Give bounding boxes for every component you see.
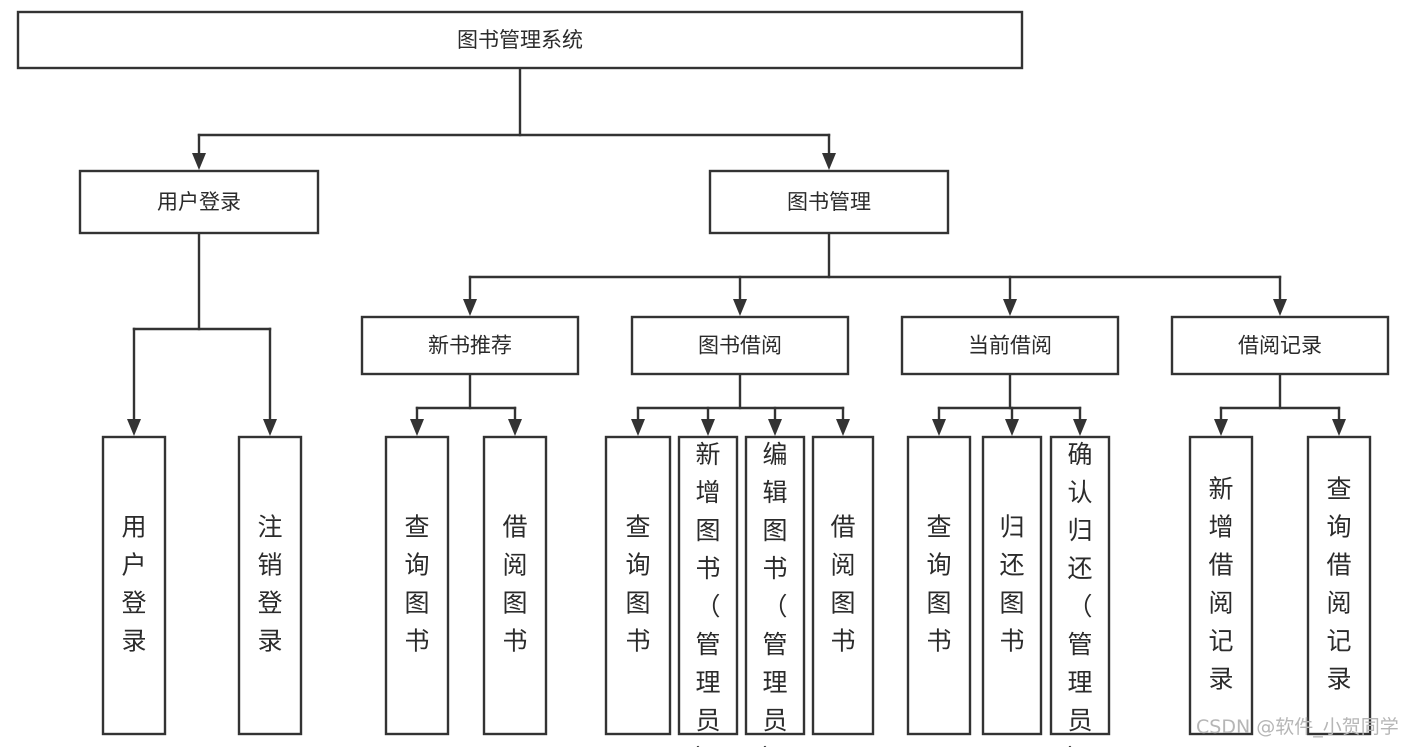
node-box-leaf-query-book-1[interactable] — [384, 435, 450, 736]
node-label-current-borrow: 当前借阅 — [968, 334, 1052, 358]
node-label-undefined: 图书管理系统 — [457, 28, 583, 52]
node-box-leaf-add-record[interactable] — [1188, 435, 1254, 736]
node-box-book-manage[interactable] — [708, 169, 950, 235]
node-label-book-borrow: 图书借阅 — [698, 334, 782, 358]
arrow-head-icon — [836, 419, 850, 436]
node-label-leaf-query-book-2: 查询图书 — [625, 513, 650, 656]
node-leaf-edit-book-admin[interactable]: 编辑图书（管理员） — [744, 435, 806, 747]
node-box-current-borrow[interactable] — [900, 315, 1120, 376]
node-leaf-user-login[interactable]: 用户登录 — [101, 435, 167, 736]
arrow-head-icon — [932, 419, 946, 436]
node-leaf-query-book-1[interactable]: 查询图书 — [384, 435, 450, 736]
edge-group — [932, 372, 1087, 436]
node-label-borrow-record: 借阅记录 — [1238, 334, 1322, 358]
edge-group — [192, 66, 836, 170]
node-box-new-book-recommend[interactable] — [360, 315, 580, 376]
node-box-leaf-query-book-3[interactable] — [906, 435, 972, 736]
node-label-leaf-confirm-return: 确认归还（管理员） — [1067, 440, 1092, 747]
node-box-leaf-edit-book-admin[interactable] — [744, 435, 806, 736]
arrow-head-icon — [192, 153, 206, 170]
arrow-head-icon — [508, 419, 522, 436]
node-new-book-recommend[interactable]: 新书推荐 — [360, 315, 580, 376]
node-book-manage[interactable]: 图书管理 — [708, 169, 950, 235]
arrow-head-icon — [768, 419, 782, 436]
node-leaf-query-book-2[interactable]: 查询图书 — [604, 435, 672, 736]
node-leaf-borrow-book-1[interactable]: 借阅图书 — [482, 435, 548, 736]
node-box-leaf-return-book[interactable] — [981, 435, 1043, 736]
node-label-leaf-query-book-3: 查询图书 — [926, 513, 951, 656]
node-box-leaf-query-record[interactable] — [1306, 435, 1372, 736]
node-label-leaf-edit-book-admin: 编辑图书（管理员） — [762, 440, 787, 747]
node-book-borrow[interactable]: 图书借阅 — [630, 315, 850, 376]
node-undefined[interactable]: 图书管理系统 — [16, 10, 1024, 70]
node-label-leaf-borrow-book-1: 借阅图书 — [502, 513, 527, 656]
arrow-head-icon — [631, 419, 645, 436]
arrow-head-icon — [701, 419, 715, 436]
node-label-leaf-query-record: 查询借阅记录 — [1326, 475, 1351, 694]
node-box-book-borrow[interactable] — [630, 315, 850, 376]
node-current-borrow[interactable]: 当前借阅 — [900, 315, 1120, 376]
node-borrow-record[interactable]: 借阅记录 — [1170, 315, 1390, 376]
arrow-head-icon — [463, 299, 477, 316]
csdn-watermark: CSDN @软件_小贺同学 — [1196, 716, 1399, 738]
node-leaf-add-book-admin[interactable]: 新增图书（管理员） — [677, 435, 739, 747]
node-box-leaf-query-book-2[interactable] — [604, 435, 672, 736]
node-leaf-return-book[interactable]: 归还图书 — [981, 435, 1043, 736]
node-layer: 图书管理系统用户登录图书管理新书推荐图书借阅当前借阅借阅记录用户登录注销登录查询… — [16, 10, 1390, 747]
node-box-user-login[interactable] — [78, 169, 320, 235]
node-user-login[interactable]: 用户登录 — [78, 169, 320, 235]
edge-group — [631, 372, 850, 436]
node-box-leaf-confirm-return[interactable] — [1049, 435, 1111, 736]
node-box-leaf-add-book-admin[interactable] — [677, 435, 739, 736]
node-label-leaf-add-book-admin: 新增图书（管理员） — [695, 440, 720, 747]
node-box-borrow-record[interactable] — [1170, 315, 1390, 376]
arrow-head-icon — [410, 419, 424, 436]
node-leaf-query-book-3[interactable]: 查询图书 — [906, 435, 972, 736]
node-label-new-book-recommend: 新书推荐 — [428, 334, 512, 358]
edge-group — [463, 231, 1287, 316]
arrow-head-icon — [127, 419, 141, 436]
arrow-head-icon — [1214, 419, 1228, 436]
node-box-undefined[interactable] — [16, 10, 1024, 70]
node-label-leaf-borrow-book-2: 借阅图书 — [830, 513, 855, 656]
arrow-head-icon — [1273, 299, 1287, 316]
node-leaf-query-record[interactable]: 查询借阅记录 — [1306, 435, 1372, 736]
node-box-leaf-logout-login[interactable] — [237, 435, 303, 736]
node-label-leaf-query-book-1: 查询图书 — [404, 513, 429, 656]
node-box-leaf-borrow-book-2[interactable] — [811, 435, 875, 736]
node-box-leaf-user-login[interactable] — [101, 435, 167, 736]
edge-group — [1214, 372, 1346, 436]
arrow-head-icon — [1005, 419, 1019, 436]
arrow-head-icon — [1003, 299, 1017, 316]
node-leaf-add-record[interactable]: 新增借阅记录 — [1188, 435, 1254, 736]
node-box-leaf-borrow-book-1[interactable] — [482, 435, 548, 736]
node-label-leaf-add-record: 新增借阅记录 — [1208, 475, 1233, 694]
edge-group — [127, 231, 277, 436]
node-label-leaf-return-book: 归还图书 — [999, 513, 1024, 656]
arrow-head-icon — [263, 419, 277, 436]
node-label-user-login: 用户登录 — [157, 190, 241, 214]
node-leaf-borrow-book-2[interactable]: 借阅图书 — [811, 435, 875, 736]
connector-layer — [127, 66, 1346, 436]
node-label-leaf-logout-login: 注销登录 — [257, 513, 282, 656]
node-label-leaf-user-login: 用户登录 — [121, 513, 146, 656]
arrow-head-icon — [1073, 419, 1087, 436]
arrow-head-icon — [733, 299, 747, 316]
arrow-head-icon — [822, 153, 836, 170]
node-leaf-confirm-return[interactable]: 确认归还（管理员） — [1049, 435, 1111, 747]
arrow-head-icon — [1332, 419, 1346, 436]
node-label-book-manage: 图书管理 — [787, 190, 871, 214]
node-leaf-logout-login[interactable]: 注销登录 — [237, 435, 303, 736]
edge-group — [410, 372, 522, 436]
